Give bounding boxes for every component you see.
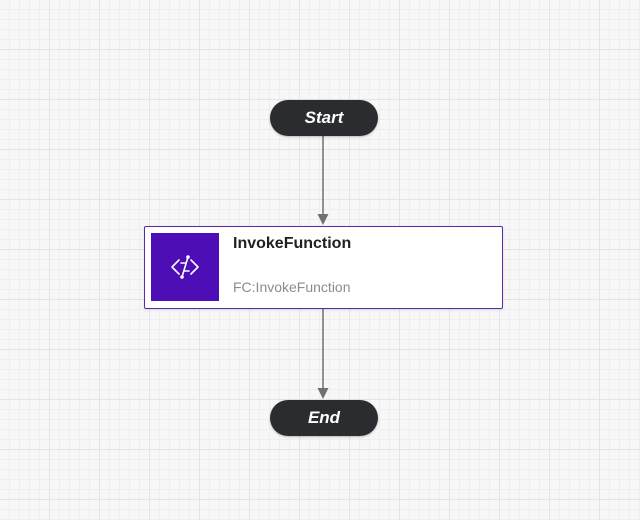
task-icon-box xyxy=(151,233,219,301)
function-code-icon xyxy=(171,255,199,279)
arrowhead-start-to-task xyxy=(317,214,329,225)
end-node[interactable]: End xyxy=(270,400,378,436)
connector-start-to-task xyxy=(317,136,329,225)
task-node-invoke-function[interactable]: InvokeFunction FC:InvokeFunction xyxy=(144,226,503,309)
connector-task-to-end xyxy=(317,309,329,399)
start-node-label: Start xyxy=(304,108,344,127)
start-node[interactable]: Start xyxy=(270,100,378,136)
end-node-label: End xyxy=(307,408,341,427)
arrowhead-task-to-end xyxy=(317,388,329,399)
task-subtitle: FC:InvokeFunction xyxy=(233,279,351,295)
task-title: InvokeFunction xyxy=(233,235,352,252)
